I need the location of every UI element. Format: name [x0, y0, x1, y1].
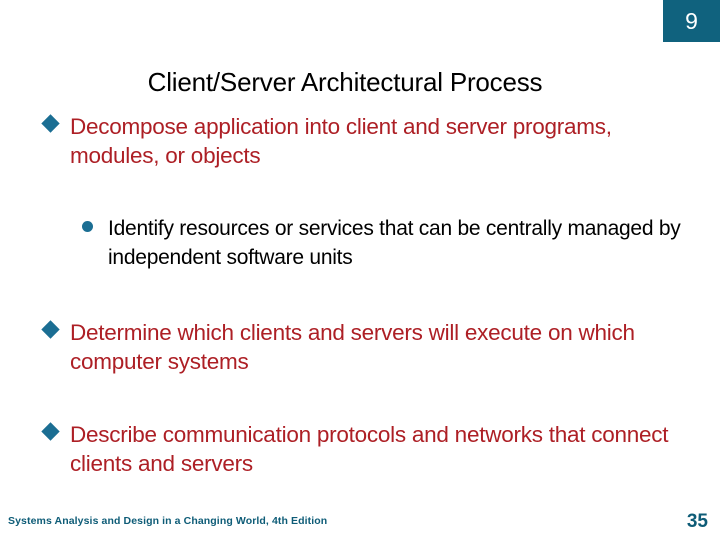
round-bullet-icon — [82, 221, 93, 232]
footer-page-number: 35 — [686, 511, 708, 532]
bullet-item-3: Determine which clients and servers will… — [0, 318, 720, 376]
diamond-bullet-icon — [41, 320, 60, 339]
bullet-item-4: Describe communication protocols and net… — [0, 420, 720, 478]
bullet-item-2: Identify resources or services that can … — [0, 214, 720, 272]
bullet-item-1-text: Decompose application into client and se… — [70, 114, 612, 168]
diamond-bullet-icon — [41, 114, 60, 133]
spacer — [0, 404, 720, 420]
bullet-item-3-text: Determine which clients and servers will… — [70, 320, 635, 374]
spacer — [0, 198, 720, 214]
slide-body: Decompose application into client and se… — [0, 112, 720, 506]
footer-source-text: Systems Analysis and Design in a Changin… — [8, 515, 328, 527]
spacer — [0, 302, 720, 318]
diamond-bullet-icon — [41, 422, 60, 441]
page-title: Client/Server Architectural Process — [147, 67, 543, 98]
bullet-item-1: Decompose application into client and se… — [0, 112, 720, 170]
bullet-item-2-text: Identify resources or services that can … — [108, 217, 681, 269]
bullet-item-4-text: Describe communication protocols and net… — [70, 422, 669, 476]
slide-number-badge: 9 — [663, 0, 720, 42]
